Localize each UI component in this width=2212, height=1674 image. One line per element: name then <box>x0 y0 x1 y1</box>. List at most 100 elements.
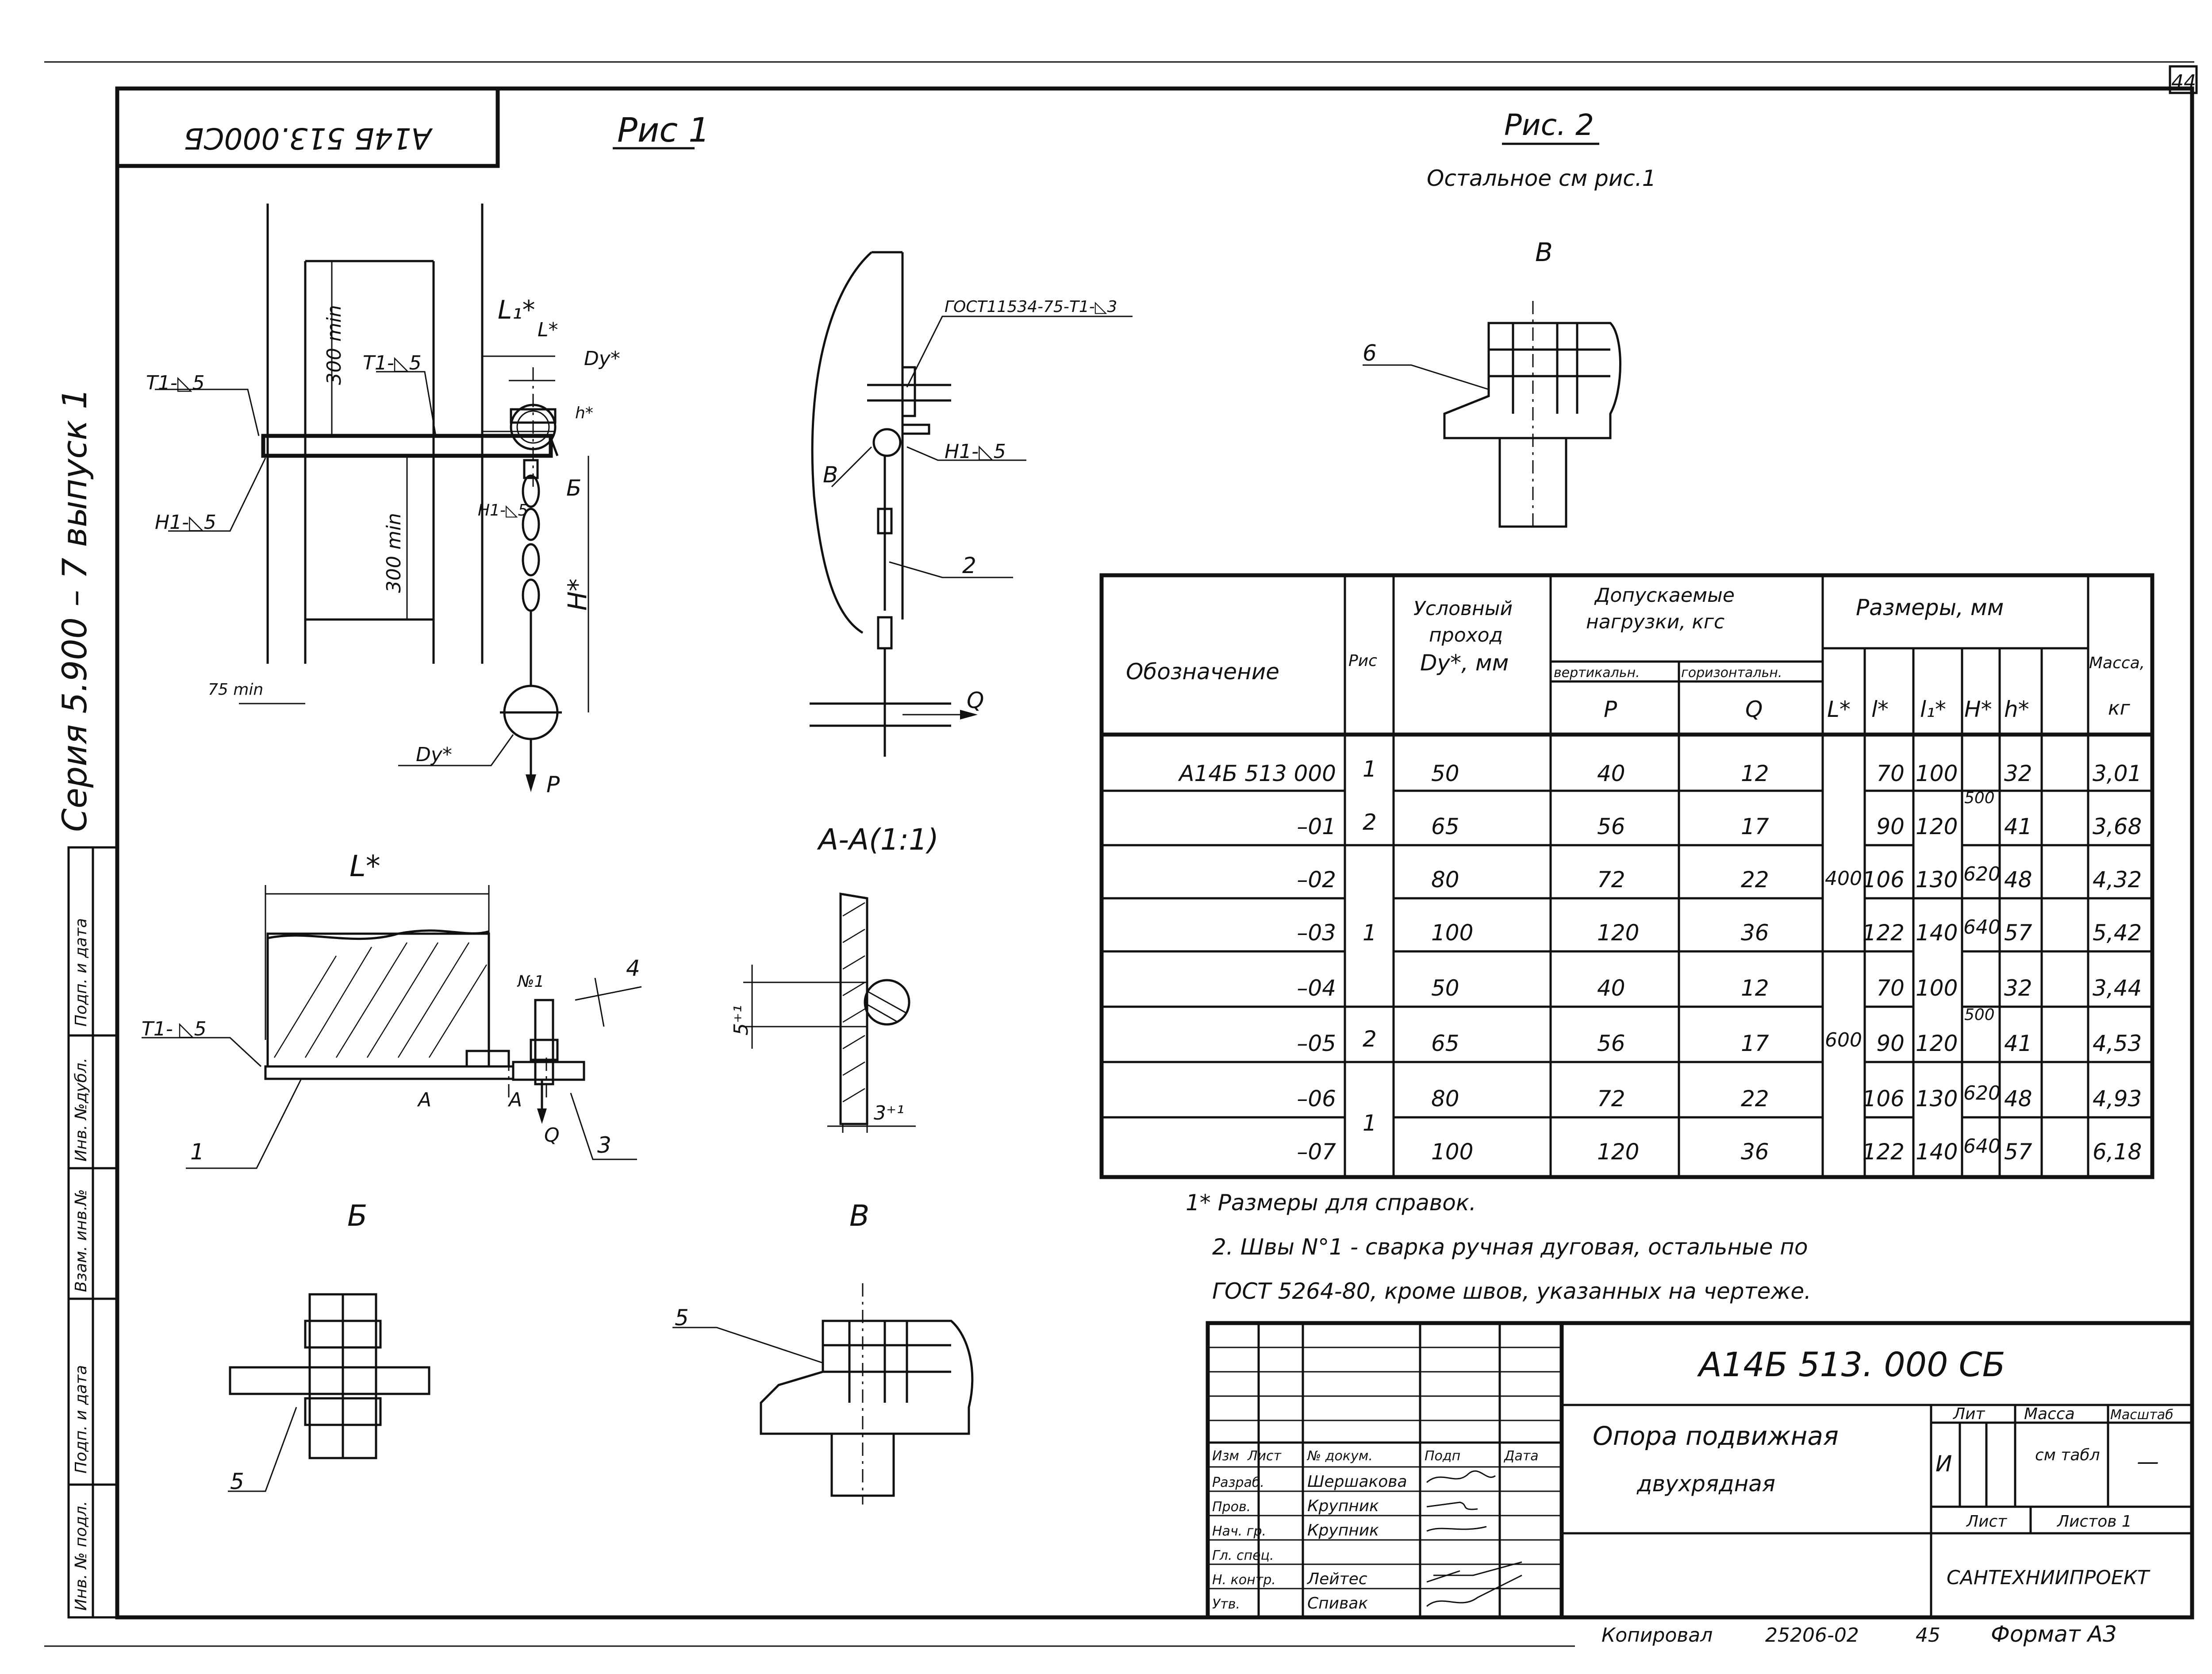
table-cell-l: 70 <box>1876 975 1905 1001</box>
table-cell-p: 56 <box>1597 1031 1625 1056</box>
note-3: ГОСТ 5264-80, кроме швов, указанных на ч… <box>1212 1278 1811 1304</box>
fig2-h1: Н1-◺5 <box>945 440 1006 463</box>
table-cell-h: 57 <box>2004 920 2032 946</box>
table-cell-l1: 120 <box>1916 814 1958 839</box>
tb-scale-label: Масштаб <box>2110 1407 2174 1423</box>
th-l1: l₁* <box>1920 697 1946 722</box>
table-cell-h: 41 <box>2004 1031 2032 1056</box>
fig1-p: P <box>546 772 560 797</box>
tb-mass-value: см табл <box>2035 1446 2100 1464</box>
table-cell-dy: 50 <box>1431 975 1459 1001</box>
table-cell-des: –06 <box>1297 1086 1336 1112</box>
fig1-title: Рис 1 <box>617 110 710 150</box>
table-cell-l1: 120 <box>1916 1031 1958 1056</box>
tb-role-4: Гл. спец. <box>1212 1548 1274 1563</box>
th-loads-2: нагрузки, кгс <box>1586 611 1724 633</box>
table-cell-q: 17 <box>1741 814 1769 839</box>
tb-org: САНТЕХНИИПРОЕКТ <box>1947 1566 2151 1589</box>
fig-cell-3: 1 <box>1363 920 1377 946</box>
table-cell-m: 4,32 <box>2093 867 2142 893</box>
table-cell-des: –01 <box>1297 814 1336 839</box>
table-cell-dy: 100 <box>1431 1139 1473 1165</box>
H-cell-3: 640 <box>1963 916 2001 939</box>
footer-format: Формат А3 <box>1991 1621 2117 1647</box>
fig1-t1-left: Т1-◺5 <box>146 372 205 394</box>
fig-cell-5: 1 <box>1363 1110 1377 1136</box>
table-cell-p: 120 <box>1597 920 1639 946</box>
tb-name-3: Крупник <box>1307 1521 1379 1539</box>
side-cell-1: Подп. и дата <box>72 918 90 1027</box>
note-1: 1* Размеры для справок. <box>1186 1190 1476 1216</box>
L-cell-1: 400 <box>1825 867 1862 890</box>
view-v-bottom-title: В <box>849 1199 869 1233</box>
th-h: h* <box>2004 697 2029 722</box>
tb-name-2-line: двухрядная <box>1636 1471 1775 1497</box>
table-cell-q: 36 <box>1741 920 1769 946</box>
table-cell-m: 6,18 <box>2093 1139 2142 1165</box>
th-dy-2: проход <box>1429 624 1503 647</box>
L-cell-2: 600 <box>1825 1029 1862 1051</box>
tb-lit-value: И <box>1936 1451 1952 1477</box>
tb-name-6: Спивак <box>1307 1594 1368 1612</box>
fig1-dim-300-top: 300 min <box>323 305 346 385</box>
fig1-dy-bottom: Dy* <box>416 743 452 766</box>
table-cell-q: 22 <box>1741 1086 1769 1112</box>
detail-b: L* Т1- ◺5 №1 4 1 3 А А Q Б <box>142 849 642 1233</box>
fig2-gost: ГОСТ11534-75-Т1-◺3 <box>945 298 1117 316</box>
detail-b-title: Б <box>347 1199 367 1233</box>
fig1-h: H* <box>562 578 592 611</box>
H-cell-4: 500 <box>1964 1006 1995 1024</box>
table-cell-h: 32 <box>2004 975 2032 1001</box>
fig-cell-1: 1 <box>1363 756 1377 782</box>
tb-h-sign: Подп <box>1425 1448 1460 1464</box>
th-designation: Обозначение <box>1126 659 1279 685</box>
table-cell-l1: 140 <box>1916 920 1958 946</box>
table-cell-q: 12 <box>1741 975 1769 1001</box>
table-cell-dy: 65 <box>1431 814 1459 839</box>
fig1-dim-300-bottom: 300 min <box>383 513 405 593</box>
table-cell-l1: 100 <box>1916 761 1958 786</box>
th-horiz: горизонтальн. <box>1681 665 1782 681</box>
table-cell-l: 106 <box>1863 867 1905 893</box>
tb-lit-label: Лит <box>1952 1405 1985 1423</box>
table-cell-m: 3,01 <box>2093 761 2142 786</box>
H-cell-1: 500 <box>1964 789 1995 807</box>
fig1-h1-left: Н1-◺5 <box>155 511 216 534</box>
fig1-l: L* <box>538 319 558 341</box>
tb-name-1-line: Опора подвижная <box>1593 1421 1839 1451</box>
tb-role-2: Пров. <box>1212 1499 1251 1515</box>
detail-b-q: Q <box>544 1124 560 1147</box>
H-cell-2: 620 <box>1963 863 2001 885</box>
table-cell-p: 56 <box>1597 814 1625 839</box>
side-cell-2: Инв. №дубл. <box>72 1058 90 1162</box>
section-aa: А-А(1:1) 5⁺¹ 3⁺¹ <box>730 823 939 1133</box>
rotated-designation-box: А14Б 513.000СБ <box>115 86 500 168</box>
table-cell-h: 48 <box>2004 1086 2032 1112</box>
th-mass-2: кг <box>2108 697 2131 720</box>
fig2: Рис. 2 Остальное см рис.1 ГОСТ11534-75-Т… <box>810 108 1656 757</box>
tb-role-6: Утв. <box>1212 1597 1240 1612</box>
footer-number: 25206-02 <box>1765 1624 1859 1647</box>
view-v-bottom: В 5 <box>672 1199 974 1505</box>
tb-h-change: Изм <box>1212 1448 1239 1464</box>
side-cell-5: Инв. № подл. <box>72 1501 90 1611</box>
table-cell-des: –04 <box>1297 975 1336 1001</box>
table-cell-h: 57 <box>2004 1139 2032 1165</box>
view-b-top: В 6 <box>1363 237 1621 528</box>
view-b-top-title: В <box>1535 237 1553 267</box>
fig1: Рис 1 <box>146 110 710 797</box>
section-aa-dim-3: 3⁺¹ <box>874 1102 904 1124</box>
notes: 1* Размеры для справок. 2. Швы N°1 - сва… <box>1186 1190 1811 1304</box>
table-cell-l: 122 <box>1863 1139 1905 1165</box>
footer-copied: Копировал <box>1601 1624 1713 1647</box>
detail-b-n1b: 1 <box>190 1139 204 1165</box>
table-cell-h: 48 <box>2004 867 2032 893</box>
table-cell-h: 41 <box>2004 814 2032 839</box>
th-loads-1: Допускаемые <box>1594 584 1735 607</box>
H-cell-5: 620 <box>1963 1082 2001 1104</box>
fig-cell-4: 2 <box>1363 1026 1377 1052</box>
fig1-dim-75: 75 min <box>208 681 263 699</box>
table-cell-l: 70 <box>1876 761 1905 786</box>
side-strip: Серия 5.900 – 7 выпуск 1 Подп. и дата Ин… <box>55 388 119 1619</box>
th-mass-1: Масса, <box>2089 654 2145 672</box>
